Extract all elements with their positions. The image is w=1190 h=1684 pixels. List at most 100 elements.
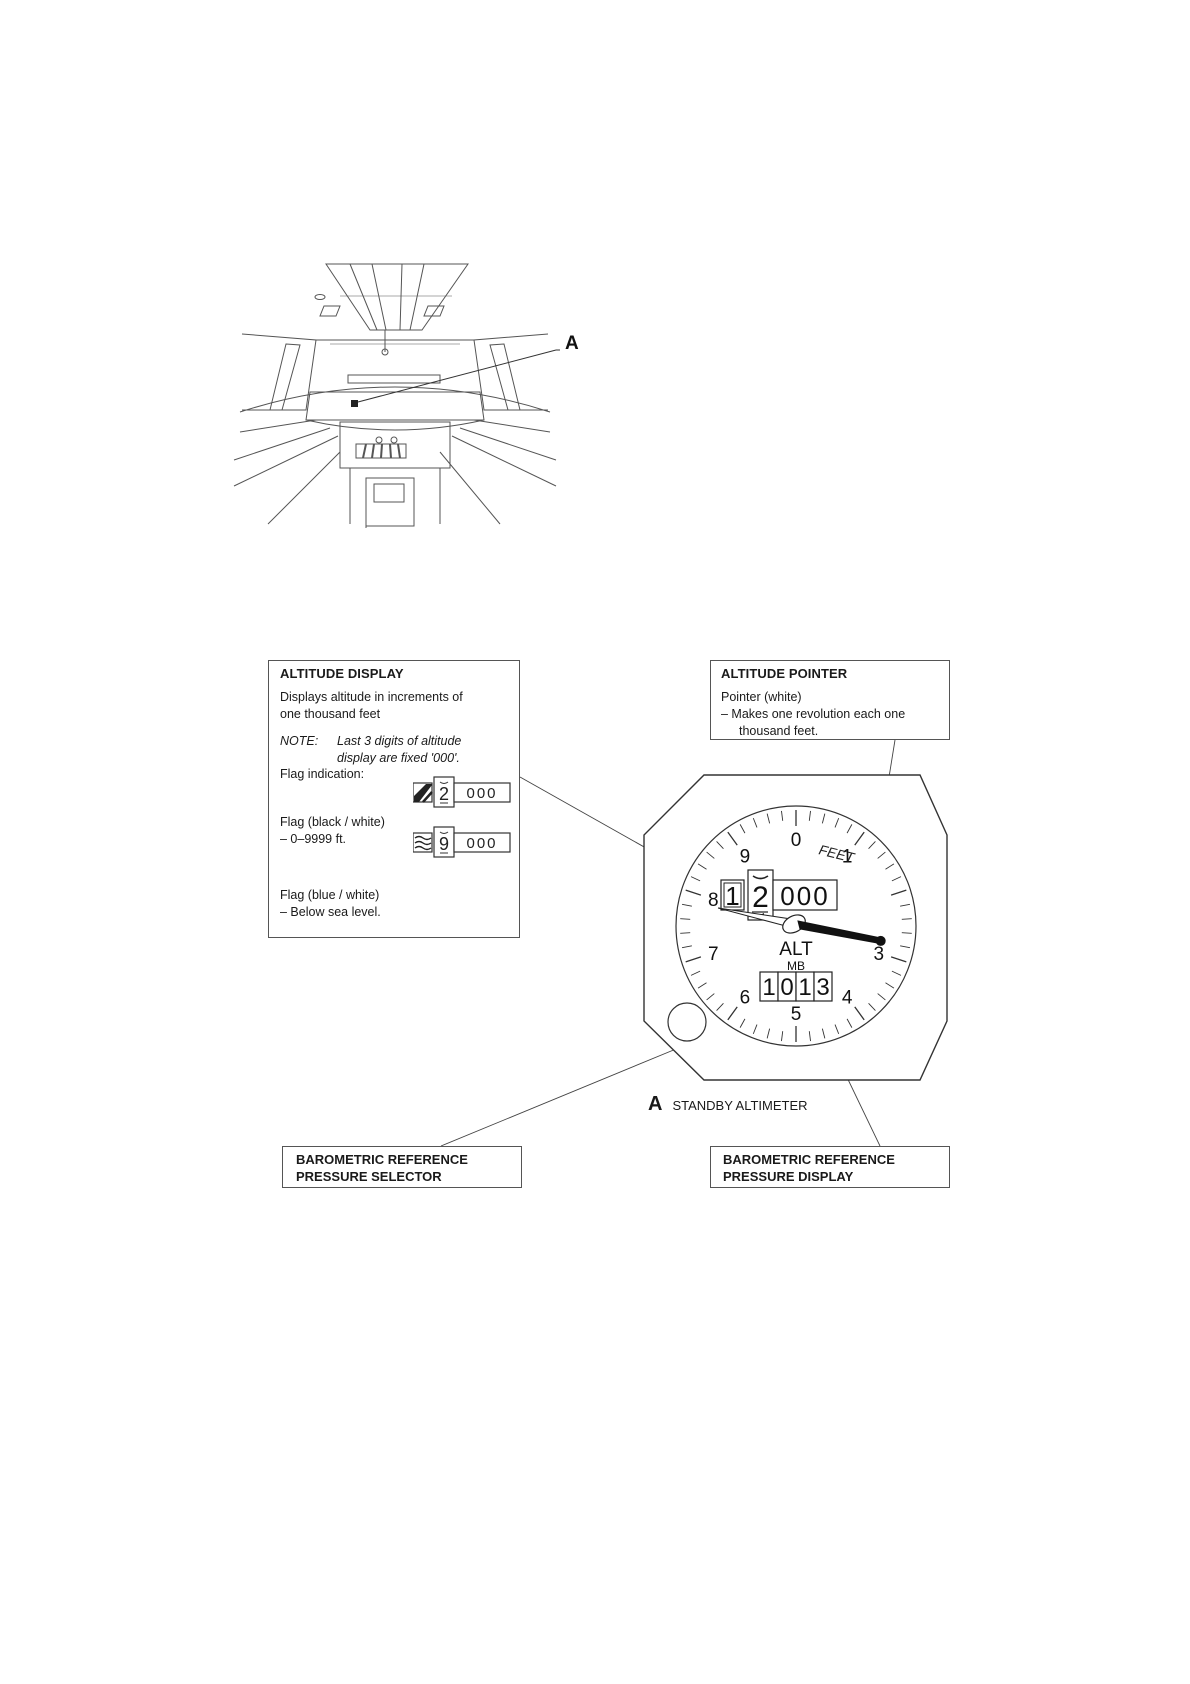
baro-display-line-2: PRESSURE DISPLAY <box>723 1169 854 1184</box>
dial-tick <box>868 841 876 850</box>
dial-tick <box>821 813 826 824</box>
dial-number-4: 4 <box>842 987 853 1008</box>
dial-tick <box>846 1018 853 1028</box>
barometric-selector-knob[interactable] <box>667 1002 707 1042</box>
dial-tick <box>877 851 886 859</box>
altitude-display-title: ALTITUDE DISPLAY <box>280 666 404 681</box>
dial-tick <box>766 813 771 824</box>
flag2-digit: 9 <box>439 834 449 854</box>
pressure-digit: 1 <box>798 974 811 1001</box>
altitude-pointer-desc-3: thousand feet. <box>739 724 819 738</box>
altitude-pointer <box>717 907 886 946</box>
dial-tick <box>685 889 702 896</box>
pressure-digit: 0 <box>780 974 793 1001</box>
pressure-digit: 1 <box>762 974 775 1001</box>
dial-tick <box>697 863 707 870</box>
dial-tick <box>890 956 907 963</box>
dial-tick <box>834 1024 840 1035</box>
dial-tick <box>681 903 692 907</box>
overhead-panel <box>325 263 469 331</box>
dial-tick <box>834 817 840 828</box>
baro-display-box: BAROMETRIC REFERENCE PRESSURE DISPLAY <box>710 1146 950 1188</box>
dial-tick <box>854 1006 865 1021</box>
dial-tick <box>739 824 746 834</box>
pointer-tip <box>875 935 886 946</box>
flag1-desc-2: – 0–9999 ft. <box>280 832 347 846</box>
dial-tick <box>690 970 701 976</box>
dial-number-9: 9 <box>740 847 751 868</box>
flag2-fixed-digits: 000 <box>466 835 497 852</box>
dial-tick <box>885 863 895 870</box>
dial-number-6: 6 <box>740 987 751 1008</box>
dial-tick <box>727 831 738 846</box>
dial-number-3: 3 <box>873 944 884 965</box>
dial-tick <box>854 831 865 846</box>
alt-label: ALT <box>779 939 813 960</box>
cockpit-marker <box>351 400 358 407</box>
dial-tick <box>739 1018 746 1028</box>
dial-number-7: 7 <box>708 944 719 965</box>
dial-tick <box>900 945 911 949</box>
flag1-desc-1: Flag (black / white) <box>280 815 385 829</box>
dial-tick <box>752 1024 758 1035</box>
dial-tick <box>680 932 691 934</box>
dial-tick <box>706 993 715 1001</box>
flag-indication-label: Flag indication: <box>280 767 365 781</box>
dial-tick <box>901 932 912 934</box>
flag-blue-white-indicator: 9 000 <box>413 826 511 858</box>
note-label: NOTE: <box>280 734 319 748</box>
dial-tick <box>727 1006 738 1021</box>
dial-tick <box>821 1028 826 1039</box>
dial-tick <box>716 1002 724 1011</box>
altitude-pointer-desc-1: Pointer (white) <box>721 690 802 704</box>
cockpit-marker-label: A <box>565 333 579 354</box>
dial-number-5: 5 <box>791 1004 802 1025</box>
dial-tick <box>690 876 701 882</box>
dial-tick <box>868 1002 876 1011</box>
leader-baro-selector <box>440 1048 677 1147</box>
dial-number-8: 8 <box>708 890 719 911</box>
baro-display-line-1: BAROMETRIC REFERENCE <box>723 1152 895 1167</box>
dial-tick <box>766 1028 771 1039</box>
figure-caption: A STANDBY ALTIMETER <box>648 1093 808 1116</box>
altitude-pointer-desc-2: – Makes one revolution each one <box>721 707 906 721</box>
dial-tick <box>877 993 886 1001</box>
dial-tick <box>900 903 911 907</box>
altitude-fixed-digits: 000 <box>780 881 829 911</box>
dial-tick <box>706 851 715 859</box>
dial-tick <box>716 841 724 850</box>
flag1-fixed-digits: 000 <box>466 785 497 802</box>
dial-tick <box>891 970 902 976</box>
altitude-drum-display: 1 2 000 <box>720 869 838 921</box>
flag1-digit: 2 <box>439 784 449 804</box>
caption-letter: A <box>648 1093 663 1115</box>
flag-black-white-indicator: 2 000 <box>413 776 511 808</box>
dial-tick <box>680 918 691 920</box>
dial-tick <box>890 889 907 896</box>
dial-number-1: 1 <box>842 847 853 868</box>
dial-tick <box>846 824 853 834</box>
pressure-digit-cell <box>813 971 833 1002</box>
dial-tick <box>681 945 692 949</box>
caption-text: STANDBY ALTIMETER <box>672 1098 808 1113</box>
dial-ticks <box>680 810 912 1042</box>
dial-tick <box>752 817 758 828</box>
note-line-2: display are fixed '000'. <box>337 751 460 765</box>
note-line-1: Last 3 digits of altitude <box>337 734 462 748</box>
altitude-drum-digit-2: 2 <box>752 881 769 914</box>
dial-number-0: 0 <box>791 830 802 851</box>
mb-label: MB <box>787 959 805 973</box>
baro-selector-box: BAROMETRIC REFERENCE PRESSURE SELECTOR <box>282 1146 522 1188</box>
dial-tick <box>885 982 895 989</box>
flag2-desc-1: Flag (blue / white) <box>280 888 380 902</box>
dial-tick <box>901 918 912 920</box>
baro-selector-line-1: BAROMETRIC REFERENCE <box>296 1152 468 1167</box>
dial-tick <box>808 810 811 821</box>
dial-tick <box>697 982 707 989</box>
dial-tick <box>781 810 784 821</box>
dial-tick <box>685 956 702 963</box>
